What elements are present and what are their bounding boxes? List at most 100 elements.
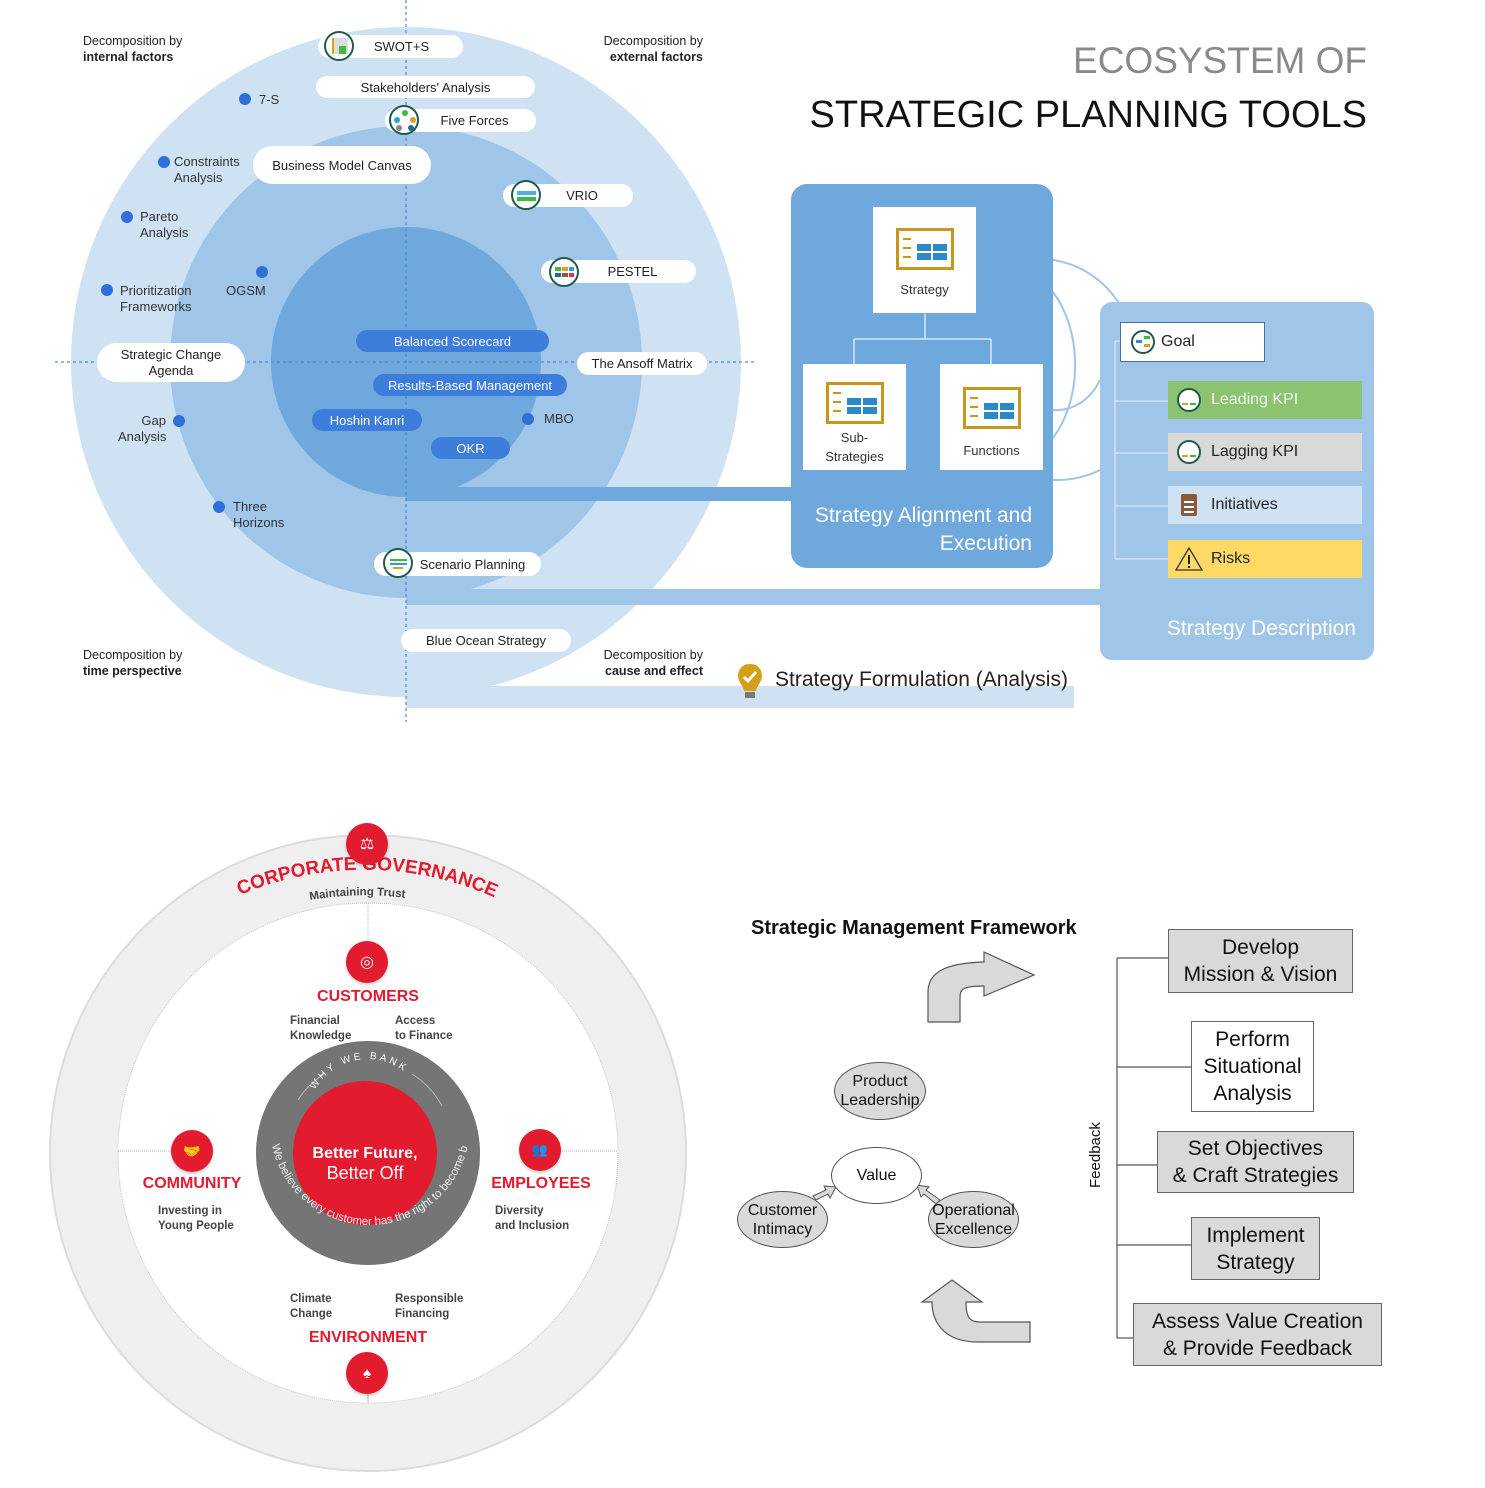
card-sub-strategies[interactable]: Sub- Strategies [803,364,906,470]
step-assess-feedback[interactable]: Assess Value Creation& Provide Feedback [1133,1303,1382,1366]
row-risks[interactable]: Risks [1168,540,1362,578]
community-sub-1: Investing in [158,1205,222,1217]
pill-results-based-management[interactable]: Results-Based Management [373,374,567,396]
environment-right-1: Responsible [395,1293,464,1305]
handshake-icon: 🤝 [171,1130,213,1172]
label-prioritization-2: Frameworks [120,299,192,314]
pill-strategic-change-agenda[interactable]: Strategic Change Agenda [97,343,245,382]
environment-right-2: Financing [395,1308,450,1320]
value-label: Value [856,1167,897,1184]
operational-line2: Excellence [934,1220,1013,1238]
card-sub-line1: Sub- [840,430,869,445]
employees-title: EMPLOYEES [491,1175,591,1192]
description-caption: Strategy Description [1166,617,1356,640]
people-group-icon: 👥 [519,1129,561,1171]
alignment-caption: Strategy Alignment and Execution [800,502,1032,558]
goal-box[interactable]: Goal [1120,322,1265,362]
pestel-icon [549,257,579,287]
globe-icon: ◎ [346,941,388,983]
corner-external: Decomposition by external factors [599,33,703,65]
customers-right: Access to Finance [395,1014,453,1044]
corner-internal: Decomposition by internal factors [83,33,182,65]
environment-left-2: Change [290,1308,333,1320]
smf-title: Strategic Management Framework [751,917,1077,939]
card-functions[interactable]: Functions [940,364,1043,470]
label-mbo: MBO [544,411,574,426]
label-gap-2: Analysis [118,429,167,444]
arrow-right-icon [812,1185,837,1201]
dot-7s [239,93,251,105]
customers-title: CUSTOMERS [317,988,419,1005]
pill-balanced-scorecard[interactable]: Balanced Scorecard [356,330,549,352]
red-core [293,1081,437,1225]
lightbulb-check-icon [737,663,763,699]
pill-ansoff-matrix[interactable]: The Ansoff Matrix [577,352,707,375]
pill-hoshin-label: Hoshin Kanri [329,412,405,428]
pill-five-forces-label: Five Forces [440,113,509,128]
pill-okr-label: OKR [456,440,485,456]
gauge-icon [1177,388,1201,412]
pill-sca-line1: Strategic Change [120,346,222,362]
step-objectives-strategies[interactable]: Set Objectives& Craft Strategies [1157,1131,1354,1193]
corner-cause-line2: cause and effect [605,664,703,678]
functions-doc-icon [962,387,1021,429]
step-2-line1: Perform [1215,1028,1290,1051]
alignment-caption-1: Strategy Alignment and [814,504,1032,527]
curved-arrow-up-left-icon [920,1279,1031,1343]
row-initiatives[interactable]: Initiatives [1168,486,1362,524]
step-1-line2: Mission & Vision [1183,963,1338,986]
connector-arc-outer [1052,259,1121,306]
environment-title: ENVIRONMENT [308,1329,428,1346]
pill-hoshin-kanri[interactable]: Hoshin Kanri [312,409,422,431]
step-4-line1: Implement [1206,1223,1305,1247]
card-strategy-label: Strategy [900,282,949,297]
pill-business-model-canvas[interactable]: Business Model Canvas [253,146,431,184]
row-leading-kpi[interactable]: Leading KPI [1168,381,1362,419]
employees-sub-2: and Inclusion [495,1220,570,1232]
warning-icon [1175,547,1203,571]
alignment-band [406,487,796,501]
dot-ogsm [256,266,268,278]
customer-line2: Intimacy [752,1220,813,1238]
leaf-icon: ♠ [346,1352,388,1394]
center-line1: Better Future, [313,1145,418,1162]
pill-swot-label: SWOT+S [373,39,430,54]
description-band [406,589,1106,605]
row-lagging-kpi[interactable]: Lagging KPI [1168,433,1362,471]
pill-blue-ocean[interactable]: Blue Ocean Strategy [401,629,571,652]
customers-right-1: Access [395,1015,436,1027]
pill-rbm-label: Results-Based Management [387,377,553,393]
label-three-1: Three [233,499,267,514]
corner-time-line2: time perspective [83,664,182,678]
alignment-caption-2: Execution [939,532,1032,555]
initiatives-label: Initiatives [1211,496,1278,513]
pill-stakeholders[interactable]: Stakeholders' Analysis [316,76,535,98]
corner-cause-line1: Decomposition by [603,648,703,662]
dot-three-horizons [213,501,225,513]
pill-scenario-label: Scenario Planning [419,556,526,572]
corner-external-line1: Decomposition by [603,34,703,48]
card-strategy[interactable]: Strategy [873,207,976,313]
step-3-line2: & Craft Strategies [1172,1164,1339,1187]
label-pareto-2: Analysis [140,225,189,240]
pill-okr[interactable]: OKR [431,437,510,459]
corner-internal-line1: Decomposition by [83,34,183,48]
center-line2: Better Off [327,1163,405,1183]
dot-prioritization [101,284,113,296]
formulation-label: Strategy Formulation (Analysis) [775,668,1068,691]
product-line1: Product [852,1073,908,1090]
card-sub-line2: Strategies [825,449,884,464]
customers-right-2: to Finance [395,1030,453,1042]
step-5-line2: & Provide Feedback [1162,1336,1353,1360]
